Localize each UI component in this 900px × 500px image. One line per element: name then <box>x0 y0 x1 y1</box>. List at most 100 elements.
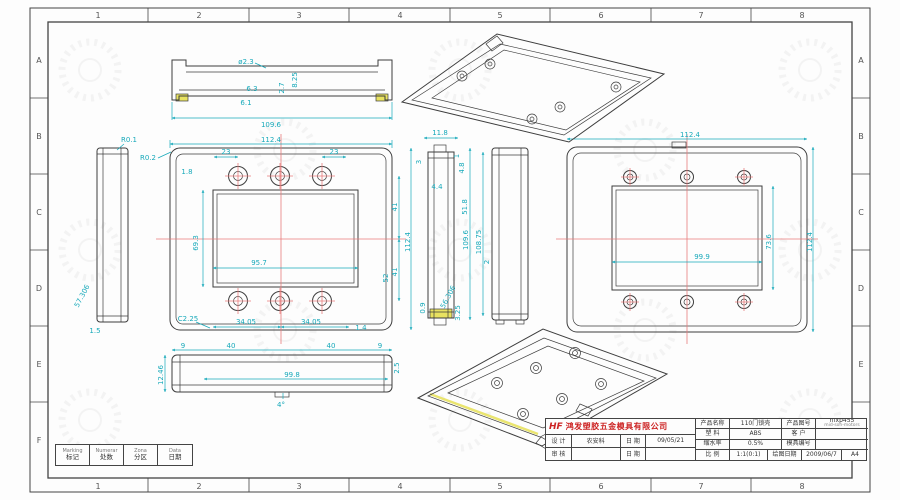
field-value: 09/05/21 <box>657 437 685 445</box>
revision-col-en: Zona <box>134 447 147 454</box>
watermark-pattern <box>58 38 842 452</box>
dim-label: 4.4 <box>431 183 443 191</box>
grid-col-label: 6 <box>598 11 603 20</box>
dim-label: 112.4 <box>261 136 282 144</box>
dim-label: 6.3 <box>246 85 257 93</box>
dim-label: 3.25 <box>454 305 462 321</box>
field-value <box>572 447 621 460</box>
dim-label: 12.46 <box>157 364 165 385</box>
drawing-no-sub: mid-son-motors <box>824 423 860 429</box>
material-row: 塑 料 ABS 客 户 <box>696 429 868 440</box>
grid-row-label: B <box>36 132 42 141</box>
bottom-edge-dims: 9 40 40 9 99.8 12.46 2.5 4° <box>157 342 401 409</box>
left-side-view: R0.1 57.306 1.5 <box>73 136 137 335</box>
slot-feature <box>575 403 593 417</box>
field-value <box>646 448 695 460</box>
dim-label: 41 <box>391 268 399 277</box>
product-row: 产品名称 110门锁壳 产品图号 hfxp455 mid-son-motors <box>696 419 868 430</box>
edge-highlight <box>429 308 453 319</box>
dim-label: 23 <box>330 148 339 156</box>
grid-col-label: 6 <box>598 482 603 491</box>
dim-label: 40 <box>327 342 336 350</box>
field-label: 产品名称 <box>696 419 730 429</box>
front-view: 112.4 23 23 R0.2 1.8 69.3 95.7 41 112.4 … <box>140 134 413 344</box>
grid-row-label: D <box>36 284 42 293</box>
dim-label: 9 <box>378 342 382 350</box>
dim-label: 112.4 <box>806 231 814 252</box>
field-label: 绘图日期 <box>768 449 802 460</box>
revision-table: Marking 标记 Numerar 处数 Zona 分区 Data 日期 <box>55 444 193 466</box>
edge-highlight <box>175 93 189 102</box>
mount-tab <box>485 35 504 52</box>
dim-label: R0.1 <box>121 136 137 144</box>
grid-row-label: A <box>858 56 864 65</box>
grid-row-label: C <box>858 208 864 217</box>
revision-col: Zona 分区 <box>124 445 158 465</box>
back-view-dims: 112.4 99.9 73.6 112.4 <box>567 131 815 332</box>
dim-label: C2.25 <box>178 315 198 323</box>
revision-col: Marking 标记 <box>56 445 90 465</box>
field-label: 日 期 <box>621 447 647 460</box>
dim-label: 108.75 <box>475 230 483 255</box>
dim-label: 23 <box>222 148 231 156</box>
border-frame: 1 2 3 4 5 6 7 8 1 2 3 4 5 6 7 8 A B C D … <box>29 7 871 493</box>
dim-label: 73.6 <box>765 234 773 250</box>
dim-label: 112.4 <box>680 131 701 139</box>
dim-label: 1 <box>453 154 461 158</box>
field-value: 110门锁壳 <box>730 419 782 429</box>
grid-row-label: E <box>36 360 41 369</box>
centerlines <box>156 134 406 344</box>
dim-label: 57.306 <box>73 283 92 309</box>
dim-label: 51.8 <box>461 199 469 215</box>
field-value: ABS <box>730 429 782 439</box>
field-label: 日 期 <box>621 435 647 447</box>
dim-label: 99.8 <box>284 371 300 379</box>
field-value: 2009/06/7 <box>802 449 842 460</box>
grid-col-label: 7 <box>698 482 703 491</box>
iso-bottom-view <box>416 328 669 451</box>
grid-col-label: 7 <box>698 11 703 20</box>
edge-highlight <box>429 392 539 436</box>
revision-col-zh: 分区 <box>134 453 147 462</box>
dim-label: 2 <box>483 260 491 264</box>
field-value: 1:1(0:1) <box>730 449 768 460</box>
field-label: 客 户 <box>782 429 816 439</box>
revision-col-en: Marking <box>62 447 83 454</box>
field-label: 审 核 <box>546 447 572 460</box>
revision-col-zh: 标记 <box>66 453 79 462</box>
field-label: 模具编号 <box>782 439 816 449</box>
title-block-left: HF 鸿发塑胶五金模具有限公司 设 计 农安科 日 期 09/05/21 审 核… <box>546 419 696 460</box>
field-value <box>816 440 868 449</box>
dim-label: 41 <box>391 203 399 212</box>
design-row: 设 计 农安科 日 期 09/05/21 <box>546 435 695 448</box>
dim-label: 109.6 <box>462 229 470 250</box>
dim-label: 2.7 <box>278 82 286 93</box>
field-value: 0.5% <box>730 439 782 449</box>
revision-col-en: Data <box>169 447 181 454</box>
dim-label: 6.1 <box>240 99 251 107</box>
top-profile-dims: ø2.3 6.3 2.7 8.25 6.1 109.6 <box>171 58 393 129</box>
dim-label: 0.9 <box>419 302 427 313</box>
revision-col: Numerar 处数 <box>90 445 124 465</box>
revision-col: Data 日期 <box>158 445 192 465</box>
grid-col-label: 8 <box>799 11 804 20</box>
dim-label: 109.6 <box>261 121 282 129</box>
back-view: 112.4 99.9 73.6 112.4 <box>556 131 818 344</box>
check-row: 审 核 日 期 <box>546 447 695 460</box>
field-label: 塑 料 <box>696 429 730 439</box>
left-side-dims: R0.1 57.306 1.5 <box>73 136 137 335</box>
company-logo: HF <box>549 421 563 432</box>
iso-top-view <box>400 33 666 143</box>
grid-col-labels: 1 2 3 4 5 6 7 8 1 2 3 4 5 6 7 8 <box>95 11 804 491</box>
grid-col-label: 5 <box>497 11 502 20</box>
dim-label: 4° <box>277 401 285 409</box>
grid-col-label: 4 <box>397 482 402 491</box>
paper-size: A4 <box>851 450 859 458</box>
dim-label: 8.25 <box>291 72 299 88</box>
grid-row-label: B <box>858 132 864 141</box>
grid-row-label: A <box>36 56 42 65</box>
grid-col-label: 4 <box>397 11 402 20</box>
grid-col-label: 2 <box>196 11 201 20</box>
grid-col-label: 1 <box>95 482 100 491</box>
